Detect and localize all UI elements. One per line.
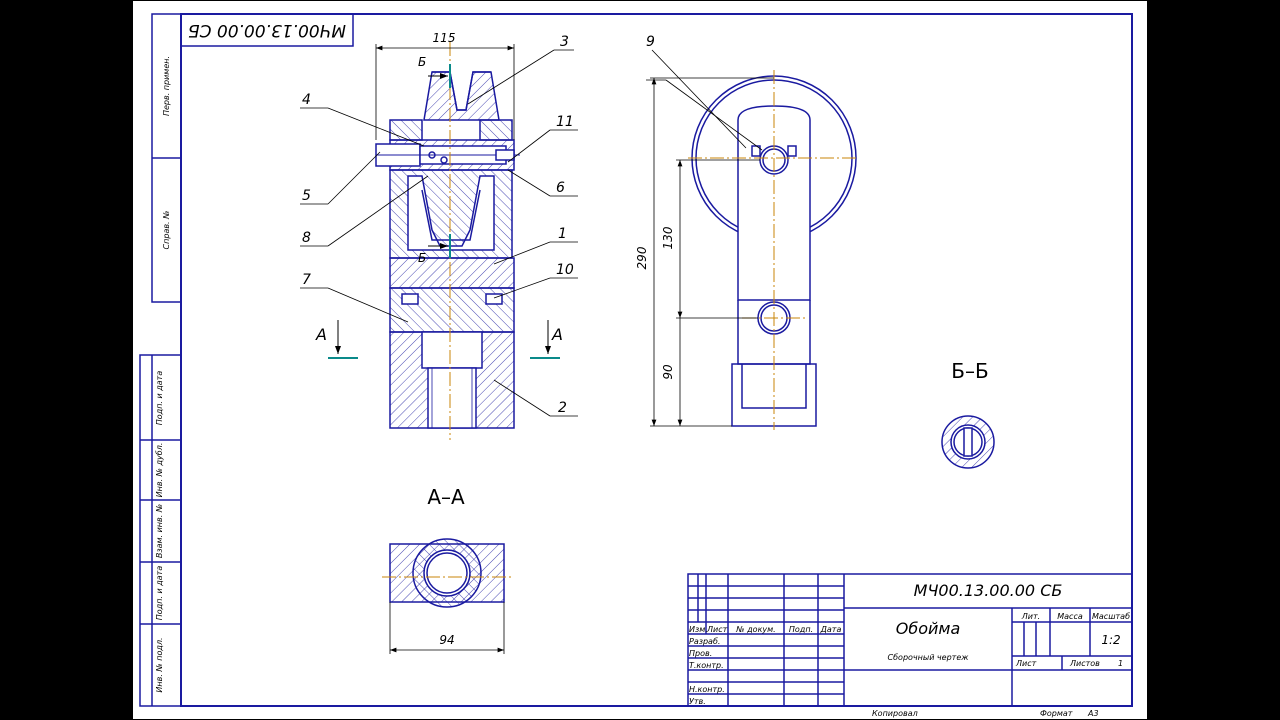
section-bb-title: Б–Б bbox=[951, 359, 988, 383]
footer-format-value: А3 bbox=[1087, 709, 1099, 718]
title-name: Обойма bbox=[896, 619, 961, 638]
section-a-left-label: А bbox=[315, 325, 327, 344]
top-stamp-text: МЧ00.13.00.00 СБ bbox=[188, 20, 346, 40]
callout-11: 11 bbox=[556, 114, 574, 130]
section-aa bbox=[389, 538, 505, 608]
callout-4: 4 bbox=[302, 92, 311, 108]
callout-lines bbox=[300, 49, 578, 417]
section-b-top-label: Б bbox=[418, 55, 426, 69]
callout-9: 9 bbox=[646, 34, 655, 50]
dim-130-label: 130 bbox=[661, 226, 675, 249]
dim-115-label: 115 bbox=[433, 31, 456, 45]
side-inv-podl: Инв. № подл. bbox=[155, 637, 164, 692]
callout-10: 10 bbox=[556, 262, 574, 278]
section-a-right-label: А bbox=[551, 325, 563, 344]
top-stamp-box bbox=[180, 13, 354, 47]
row-razrab: Разраб. bbox=[689, 637, 720, 646]
dim-90-label: 90 bbox=[661, 364, 675, 380]
drawing-canvas: Перв. примен. Справ. № Подп. и дата Инв.… bbox=[132, 0, 1148, 720]
side-podp-data-2: Подп. и дата bbox=[155, 566, 164, 621]
side-inv-dubl: Инв. № дубл. bbox=[155, 443, 164, 498]
side-view-dims bbox=[650, 77, 774, 427]
dim-290-label: 290 bbox=[635, 246, 649, 269]
col-doc: № докум. bbox=[735, 625, 775, 634]
title-designation: МЧ00.13.00.00 СБ bbox=[914, 581, 1063, 600]
callout-7: 7 bbox=[302, 272, 311, 288]
callout-8: 8 bbox=[302, 230, 311, 246]
col-izm: Изм. bbox=[689, 625, 708, 634]
side-sprav-no: Справ. № bbox=[162, 211, 171, 250]
dim-94-label: 94 bbox=[439, 633, 454, 647]
callout-5: 5 bbox=[302, 188, 311, 204]
side-perv-primen: Перв. примен. bbox=[162, 56, 171, 116]
section-bb bbox=[941, 415, 995, 469]
footer-format-label: Формат bbox=[1040, 709, 1073, 718]
drawing-sheet: Перв. примен. Справ. № Подп. и дата Инв.… bbox=[132, 0, 1148, 720]
mass-label: Масса bbox=[1057, 612, 1083, 621]
callout-1: 1 bbox=[558, 226, 567, 242]
lit-label: Лит. bbox=[1021, 612, 1040, 621]
col-data: Дата bbox=[820, 625, 842, 634]
section-aa-title: А–А bbox=[427, 485, 465, 509]
side-podp-data-1: Подп. и дата bbox=[155, 371, 164, 426]
callout-3: 3 bbox=[560, 34, 569, 50]
col-podp: Подп. bbox=[789, 625, 813, 634]
col-list: Лист bbox=[706, 625, 728, 634]
sheet-border bbox=[132, 0, 1148, 720]
row-utv: Утв. bbox=[689, 697, 706, 706]
callout-6: 6 bbox=[556, 180, 565, 196]
sheets-label: Листов bbox=[1069, 659, 1100, 668]
dim-94 bbox=[389, 602, 505, 654]
main-view bbox=[375, 71, 520, 429]
row-tkontr: Т.контр. bbox=[689, 661, 724, 670]
scale-value: 1:2 bbox=[1101, 633, 1120, 647]
sheet-label: Лист bbox=[1015, 659, 1037, 668]
side-column bbox=[139, 13, 182, 707]
side-vzam-inv: Взам. инв. № bbox=[155, 504, 164, 558]
section-b-bottom-label: Б bbox=[418, 251, 426, 265]
callout-2: 2 bbox=[558, 400, 567, 416]
sheets-value: 1 bbox=[1118, 659, 1123, 668]
dim-115 bbox=[375, 44, 515, 140]
row-nkontr: Н.контр. bbox=[689, 685, 725, 694]
title-doc-type: Сборочный чертеж bbox=[888, 653, 970, 662]
footer-copied: Копировал bbox=[872, 709, 918, 718]
inner-frame bbox=[180, 13, 1133, 707]
row-prov: Пров. bbox=[689, 649, 712, 658]
title-block bbox=[687, 573, 1133, 707]
scale-label: Масштаб bbox=[1092, 612, 1130, 621]
